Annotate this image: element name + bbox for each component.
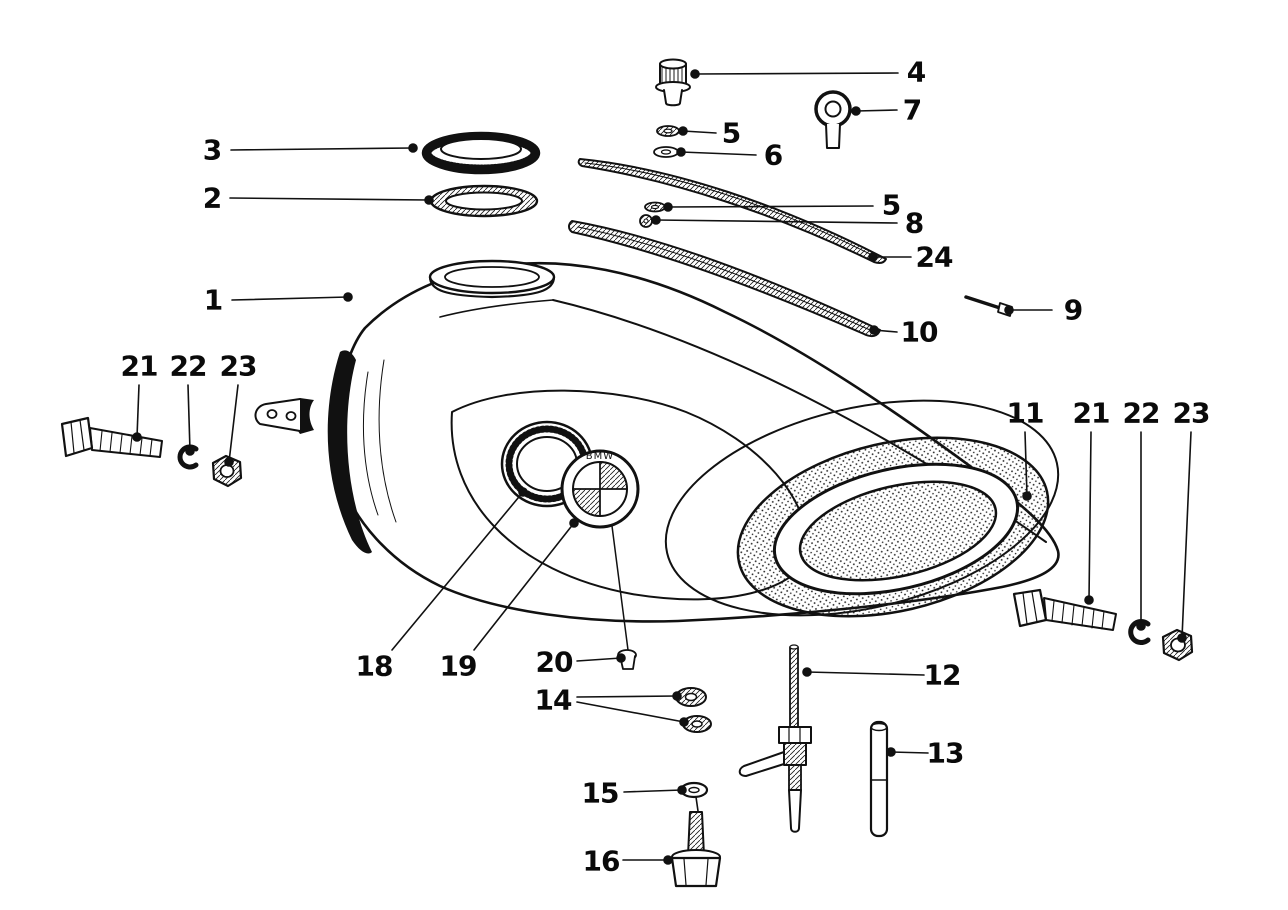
- bolt-21-right: [1012, 588, 1117, 631]
- screw-9: [964, 295, 1013, 317]
- filler-neck: [428, 259, 556, 299]
- knee-pad: [736, 436, 1050, 618]
- washer-5-upper: [656, 125, 680, 137]
- emblem-text: BMW: [586, 451, 614, 462]
- tank-mounting-bracket: [254, 398, 301, 432]
- chrome-strip-lower: [568, 220, 881, 338]
- washer-6: [653, 146, 679, 158]
- washer-5-mid: [644, 201, 666, 213]
- nut-23-right: [1161, 628, 1194, 662]
- nut-8: [639, 214, 653, 228]
- leader-lines: [132, 69, 1192, 865]
- tank-cap: [421, 131, 541, 175]
- tank-emblem: BMW: [560, 449, 640, 651]
- fuel-tap: [738, 644, 812, 833]
- drain-bolt-16: [670, 811, 722, 888]
- nut-23-left: [211, 454, 243, 488]
- bolt-21-left: [60, 416, 163, 458]
- chrome-strip-upper: [577, 158, 887, 264]
- eyelet-fitting: [814, 90, 852, 149]
- tank-front-shadow: [327, 350, 372, 554]
- grommet-14-upper: [675, 687, 707, 707]
- fuel-tube: [869, 720, 889, 838]
- cap-gasket: [429, 184, 539, 218]
- vent-fitting: [655, 58, 691, 107]
